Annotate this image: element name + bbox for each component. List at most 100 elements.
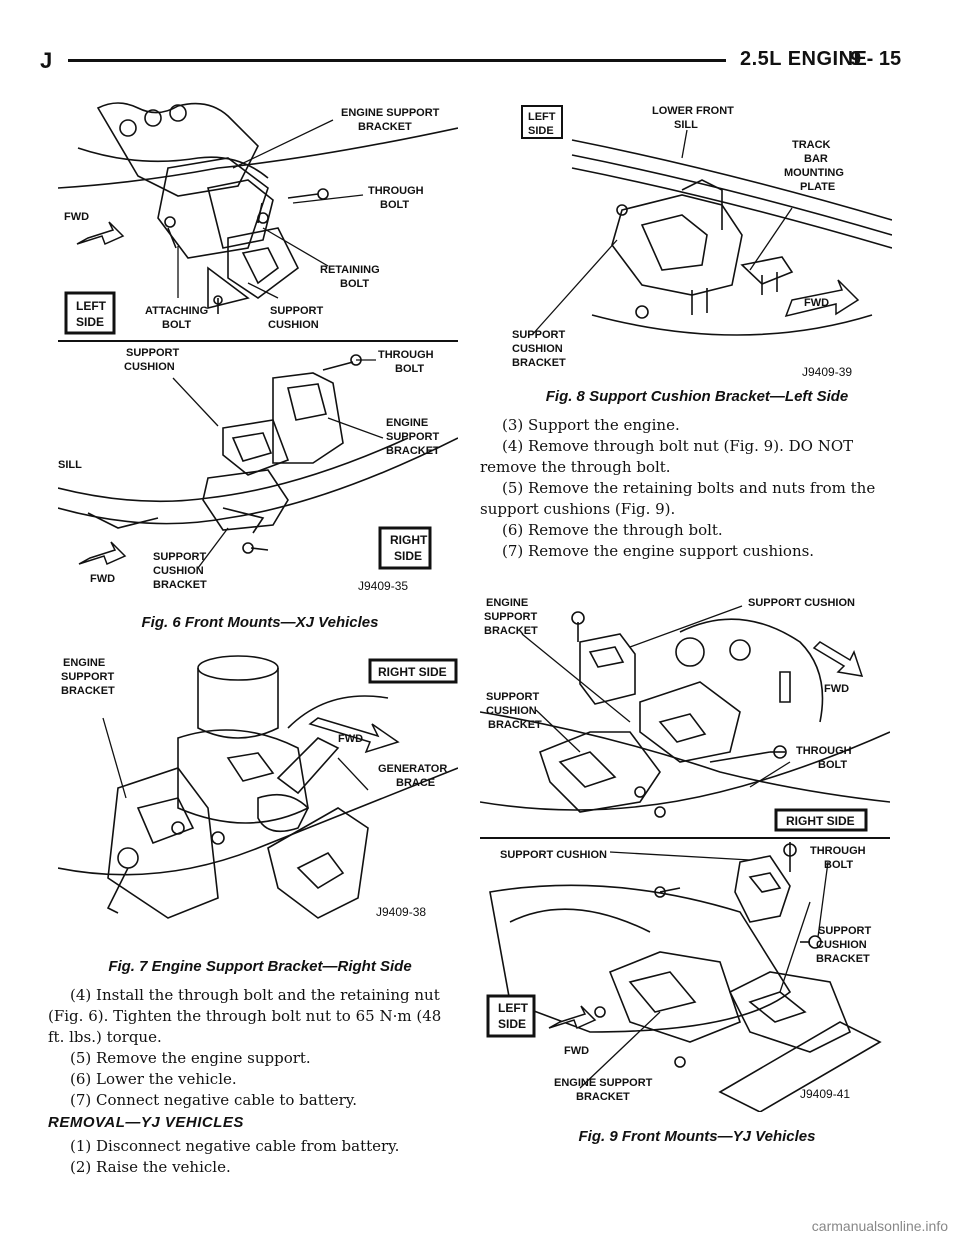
label-generator: GENERATOR <box>378 763 447 775</box>
label-plate: PLATE <box>800 181 835 193</box>
label-sill: SILL <box>58 459 82 471</box>
label-left: LEFT <box>528 111 556 123</box>
step-remove-nut: (4) Remove through bolt nut (Fig. 9). DO… <box>480 437 854 476</box>
figure-8-caption: Fig. 8 Support Cushion Bracket—Left Side <box>545 388 849 405</box>
step-disconnect-cable: (1) Disconnect negative cable from batte… <box>70 1137 400 1155</box>
figure-7-caption: Fig. 7 Engine Support Bracket—Right Side <box>108 958 412 975</box>
fwd-arrow-icon-6 <box>548 1005 597 1030</box>
figure-7-illustration: ENGINE SUPPORT BRACKET RIGHT SIDE FWD GE… <box>58 655 458 919</box>
step-remove-through-bolt: (6) Remove the through bolt. <box>502 521 723 539</box>
label-cushion-b: CUSHION <box>124 361 175 373</box>
label-bolt: BOLT <box>380 199 409 211</box>
step-remove-retaining-bolts: (5) Remove the retaining bolts and nuts … <box>480 479 876 518</box>
page-number: 9 - 15 <box>850 48 902 70</box>
label-support-b: SUPPORT <box>818 925 871 937</box>
label-left: LEFT <box>76 299 107 313</box>
figure-9-illustration: ENGINE SUPPORT BRACKET SUPPORT CUSHION F… <box>480 597 890 1112</box>
page-header: J 2.5L ENGINE 9 - 15 <box>40 40 920 76</box>
label-support-b2: SUPPORT <box>386 431 439 443</box>
label-side: SIDE <box>76 315 104 329</box>
label-retaining: RETAINING <box>320 264 380 276</box>
fwd-arrow-icon-5 <box>812 641 864 677</box>
label-side-b: SIDE <box>394 549 422 563</box>
label-support-b: SUPPORT <box>126 347 179 359</box>
label-bracket-b: BRACKET <box>816 953 870 965</box>
label-engine-support-b: ENGINE SUPPORT <box>554 1077 653 1089</box>
figure-6: ENGINE SUPPORT BRACKET THROUGH BOLT RETA… <box>58 88 458 608</box>
label-bolt: BOLT <box>818 759 847 771</box>
label-fwd: FWD <box>824 683 849 695</box>
step-lower-vehicle: (6) Lower the vehicle. <box>70 1070 237 1088</box>
figure-6-illustration: ENGINE SUPPORT BRACKET THROUGH BOLT RETA… <box>58 102 458 593</box>
label-fwd-b: FWD <box>90 573 115 585</box>
label-support-cushion: SUPPORT CUSHION <box>748 597 855 609</box>
right-text-block: (3) Support the engine. (4) Remove throu… <box>480 415 894 562</box>
label-attaching-bolt: BOLT <box>162 319 191 331</box>
label-fwd: FWD <box>64 211 89 223</box>
figure-code: J9409-39 <box>802 365 852 379</box>
step-remove-cushions: (7) Remove the engine support cushions. <box>502 542 815 560</box>
left-text-block-2: (1) Disconnect negative cable from batte… <box>48 1136 462 1178</box>
label-attaching: ATTACHING <box>145 305 208 317</box>
label-mounting: MOUNTING <box>784 167 844 179</box>
label-engine: ENGINE <box>63 657 105 669</box>
label-engine-support: ENGINE SUPPORT <box>341 107 440 119</box>
step-remove-engine-support: (5) Remove the engine support. <box>70 1049 311 1067</box>
header-rule <box>68 59 726 62</box>
step-support-engine: (3) Support the engine. <box>502 416 680 434</box>
figure-8-illustration: LEFT SIDE LOWER FRONT SILL TRACK BAR MOU… <box>512 105 892 379</box>
label-through-b: THROUGH <box>378 349 434 361</box>
label-left: LEFT <box>498 1001 529 1015</box>
label-support: SUPPORT <box>61 671 114 683</box>
watermark: carmanualsonline.info <box>811 1218 948 1234</box>
label-right: RIGHT <box>390 533 428 547</box>
label-cushion: CUSHION <box>268 319 319 331</box>
label-bolt-b: BOLT <box>824 859 853 871</box>
label-bar: BAR <box>804 153 828 165</box>
label-bracket-b: BRACKET <box>386 445 440 457</box>
label-engine: ENGINE <box>486 597 528 609</box>
fwd-arrow-icon-4 <box>784 279 860 318</box>
label-through-b: THROUGH <box>810 845 866 857</box>
label-support-c: SUPPORT <box>153 551 206 563</box>
label-retaining-bolt: BOLT <box>340 278 369 290</box>
fwd-arrow-icon-3 <box>308 717 400 754</box>
label-support-cushion-b: SUPPORT CUSHION <box>500 849 607 861</box>
label-bracket-c: BRACKET <box>153 579 207 591</box>
label-support: SUPPORT <box>512 329 565 341</box>
header-title: 2.5L ENGINE <box>740 48 868 70</box>
figure-9: ENGINE SUPPORT BRACKET SUPPORT CUSHION F… <box>480 592 890 1112</box>
label-brace: BRACE <box>396 777 435 789</box>
label-track: TRACK <box>792 139 831 151</box>
label-cushion-b: CUSHION <box>816 939 867 951</box>
step-raise-vehicle: (2) Raise the vehicle. <box>70 1158 231 1176</box>
label-through: THROUGH <box>796 745 852 757</box>
fwd-arrow-icon-2 <box>78 541 127 566</box>
label-support-2: SUPPORT <box>486 691 539 703</box>
label-fwd: FWD <box>338 733 363 745</box>
label-bracket: BRACKET <box>484 625 538 637</box>
label-fwd: FWD <box>804 297 829 309</box>
figure-code: J9409-38 <box>376 905 426 919</box>
label-cushion: CUSHION <box>512 343 563 355</box>
figure-6-caption: Fig. 6 Front Mounts—XJ Vehicles <box>141 614 379 631</box>
label-right-side: RIGHT SIDE <box>786 814 855 828</box>
figure-8: LEFT SIDE LOWER FRONT SILL TRACK BAR MOU… <box>492 100 892 390</box>
label-bracket-c: BRACKET <box>576 1091 630 1103</box>
label-bracket: BRACKET <box>512 357 566 369</box>
figure-7: ENGINE SUPPORT BRACKET RIGHT SIDE FWD GE… <box>58 648 458 948</box>
label-right-side: RIGHT SIDE <box>378 665 447 679</box>
label-bolt-b: BOLT <box>395 363 424 375</box>
label-support: SUPPORT <box>484 611 537 623</box>
figure-code: J9409-35 <box>358 579 408 593</box>
left-text-block: (4) Install the through bolt and the ret… <box>48 985 462 1111</box>
label-lower-front: LOWER FRONT <box>652 105 734 117</box>
label-fwd-b: FWD <box>564 1045 589 1057</box>
label-engine-b: ENGINE <box>386 417 428 429</box>
header-letter: J <box>40 48 53 73</box>
label-sill: SILL <box>674 119 698 131</box>
label-bracket: BRACKET <box>358 121 412 133</box>
label-side: SIDE <box>498 1017 526 1031</box>
label-through: THROUGH <box>368 185 424 197</box>
label-support: SUPPORT <box>270 305 323 317</box>
